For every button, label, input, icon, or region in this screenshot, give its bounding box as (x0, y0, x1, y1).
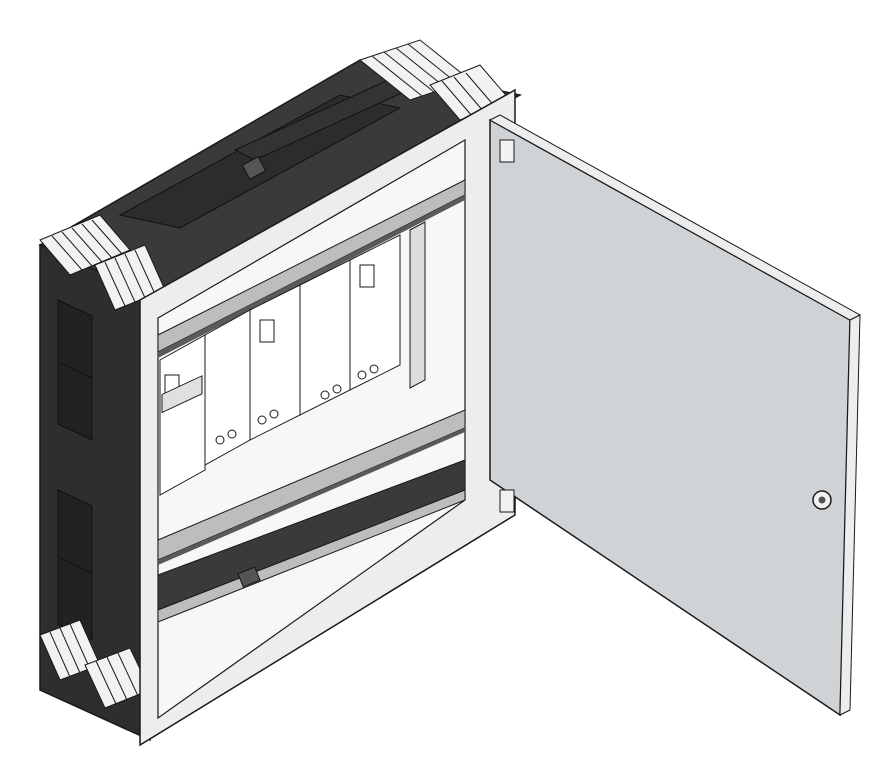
enclosure-door (488, 114, 862, 717)
device-module-1 (159, 334, 206, 496)
fixing-lug-bottom-left (39, 619, 151, 709)
cable-duct-bottom (157, 459, 466, 623)
housing-left-side (39, 243, 151, 742)
door-hinge-upper (499, 139, 515, 163)
device-module-5 (349, 234, 401, 391)
door-hinge-lower (499, 489, 515, 513)
fixing-lug-top-left (39, 214, 131, 276)
din-rail-lower (157, 409, 466, 565)
fixing-lug-top-left-inner (94, 244, 166, 311)
device-module-2 (204, 309, 251, 466)
din-rail-upper (157, 179, 466, 358)
side-mounting-strip (409, 221, 426, 389)
housing-top (38, 59, 523, 296)
device-module-3 (249, 284, 301, 441)
device-module-4 (299, 259, 351, 416)
